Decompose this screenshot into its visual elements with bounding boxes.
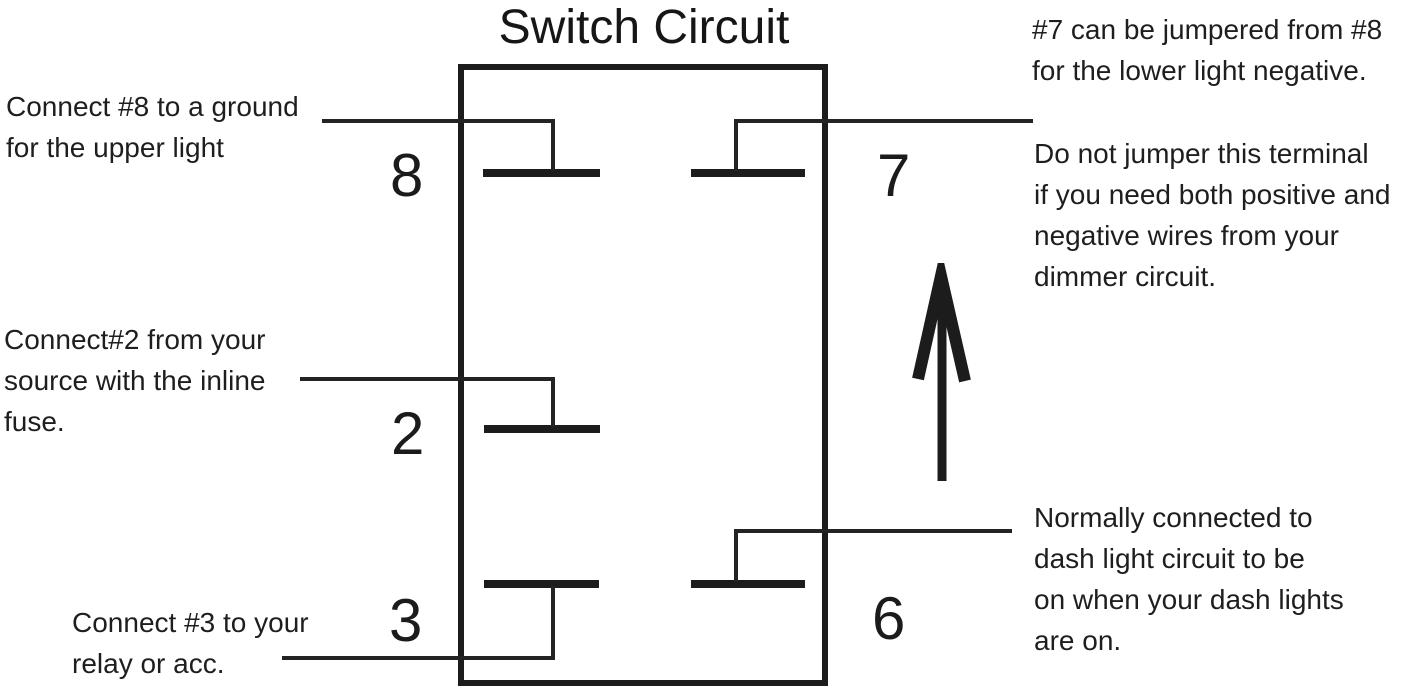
annotation-terminal-3: Connect #3 to your relay or acc. xyxy=(72,607,309,679)
annotation-terminal-8: Connect #8 to a ground for the upper lig… xyxy=(6,91,299,163)
terminal-bar-7 xyxy=(691,169,805,177)
terminal-label-7: 7 xyxy=(877,142,911,209)
leader-line-terminal-2 xyxy=(551,379,555,427)
annotation-terminal-6: Normally connected to dash light circuit… xyxy=(1034,502,1344,656)
leader-line-terminal-8 xyxy=(551,121,555,171)
annotation-terminal-2: Connect#2 from your source with the inli… xyxy=(4,324,266,437)
leader-line-terminal-6 xyxy=(734,531,738,582)
terminal-label-2: 2 xyxy=(391,400,425,467)
terminal-bar-3 xyxy=(484,580,599,588)
leader-line-terminal-3 xyxy=(282,656,555,660)
annotation-terminal-7: #7 can be jumpered from #8 for the lower… xyxy=(1032,14,1383,86)
up-arrow-icon xyxy=(898,248,986,487)
terminal-label-3: 3 xyxy=(389,587,423,654)
leader-line-terminal-8 xyxy=(322,119,555,123)
annotation-dimmer-warning: Do not jumper this terminal if you need … xyxy=(1034,138,1391,292)
leader-line-terminal-6 xyxy=(734,529,1012,533)
diagram-title: Switch Circuit xyxy=(498,1,790,54)
terminal-bar-6 xyxy=(691,580,805,588)
switch-body-outline xyxy=(458,64,828,686)
terminal-label-6: 6 xyxy=(872,585,906,652)
terminal-bar-2 xyxy=(484,425,600,433)
terminal-bar-8 xyxy=(483,169,600,177)
leader-line-terminal-2 xyxy=(300,377,555,381)
leader-line-terminal-7 xyxy=(734,119,1033,123)
leader-line-terminal-7 xyxy=(734,121,738,171)
terminal-label-8: 8 xyxy=(390,142,424,209)
leader-line-terminal-3 xyxy=(551,586,555,658)
